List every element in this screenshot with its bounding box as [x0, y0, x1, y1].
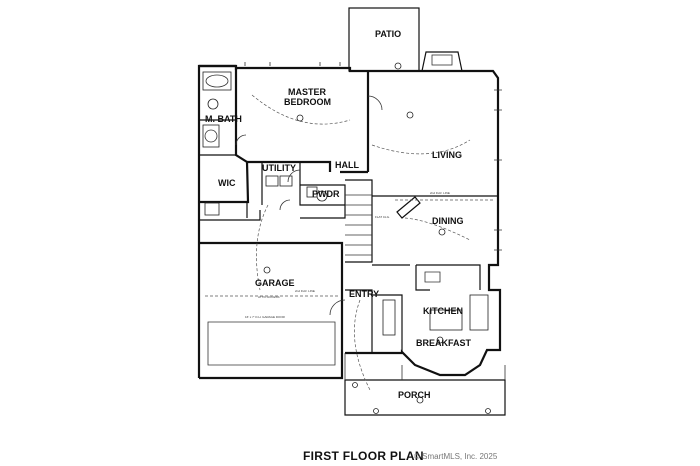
kitchen-island [429, 309, 463, 331]
note-2nd-floor-line-dining: 2nd FLR. LINE [430, 191, 450, 195]
room-label-master-bath: M. BATH [205, 114, 242, 124]
room-label-master-2: BEDROOM [284, 97, 331, 107]
copyright-credit: © SmartMLS, Inc. 2025 [414, 452, 498, 461]
room-label-hall: HALL [335, 160, 359, 170]
room-label-breakfast: BREAKFAST [416, 338, 472, 348]
room-label-patio: PATIO [375, 29, 401, 39]
porch-outline [344, 379, 506, 416]
note-attic-access: ATTIC ACCESS [258, 295, 279, 299]
room-label-entry: ENTRY [349, 289, 379, 299]
room-label-garage: GARAGE [255, 278, 295, 288]
room-label-living: LIVING [432, 150, 462, 160]
room-label-master-1: MASTER [288, 87, 327, 97]
note-garage-door: 16' x 7' O.H. GARAGE DOOR [245, 315, 286, 319]
room-label-kitchen: KITCHEN [423, 306, 463, 316]
kitchen-counter [382, 299, 396, 336]
garage-walls [199, 241, 344, 380]
room-label-pwdr: PWDR [312, 189, 340, 199]
room-label-wic: WIC [218, 178, 236, 188]
room-label-porch: PORCH [398, 390, 431, 400]
room-label-utility: UTILITY [262, 163, 296, 173]
patio-slab [348, 7, 420, 72]
room-label-dining: DINING [432, 216, 464, 226]
note-2nd-floor-line-garage: 2nd FLR. LINE [295, 289, 315, 293]
note-flat-clg: FLAT CLG. [375, 215, 390, 219]
plan-title: FIRST FLOOR PLAN [303, 449, 424, 463]
